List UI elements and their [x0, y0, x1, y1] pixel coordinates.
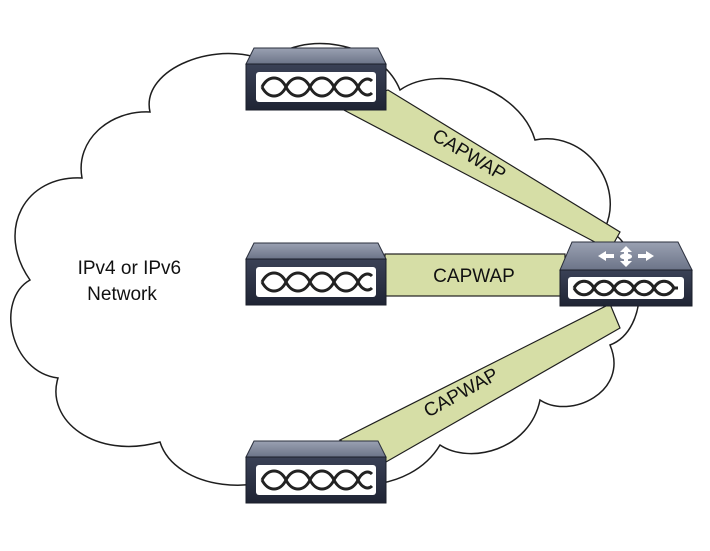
wireless-controller	[558, 240, 694, 308]
access-point-icon	[244, 241, 388, 307]
access-point-top	[244, 46, 388, 112]
network-label: IPv4 or IPv6 Network	[78, 258, 187, 305]
capwap-tunnel-middle	[384, 253, 566, 297]
access-point-bottom	[244, 439, 388, 505]
network-label-line2: Network	[87, 284, 157, 305]
access-point-icon	[244, 439, 388, 505]
capwap-label-middle: CAPWAP	[433, 266, 515, 287]
network-label-line1: IPv4 or IPv6	[78, 258, 182, 279]
access-point-icon	[244, 46, 388, 112]
access-point-middle	[244, 241, 388, 307]
wireless-controller-icon	[558, 240, 694, 308]
